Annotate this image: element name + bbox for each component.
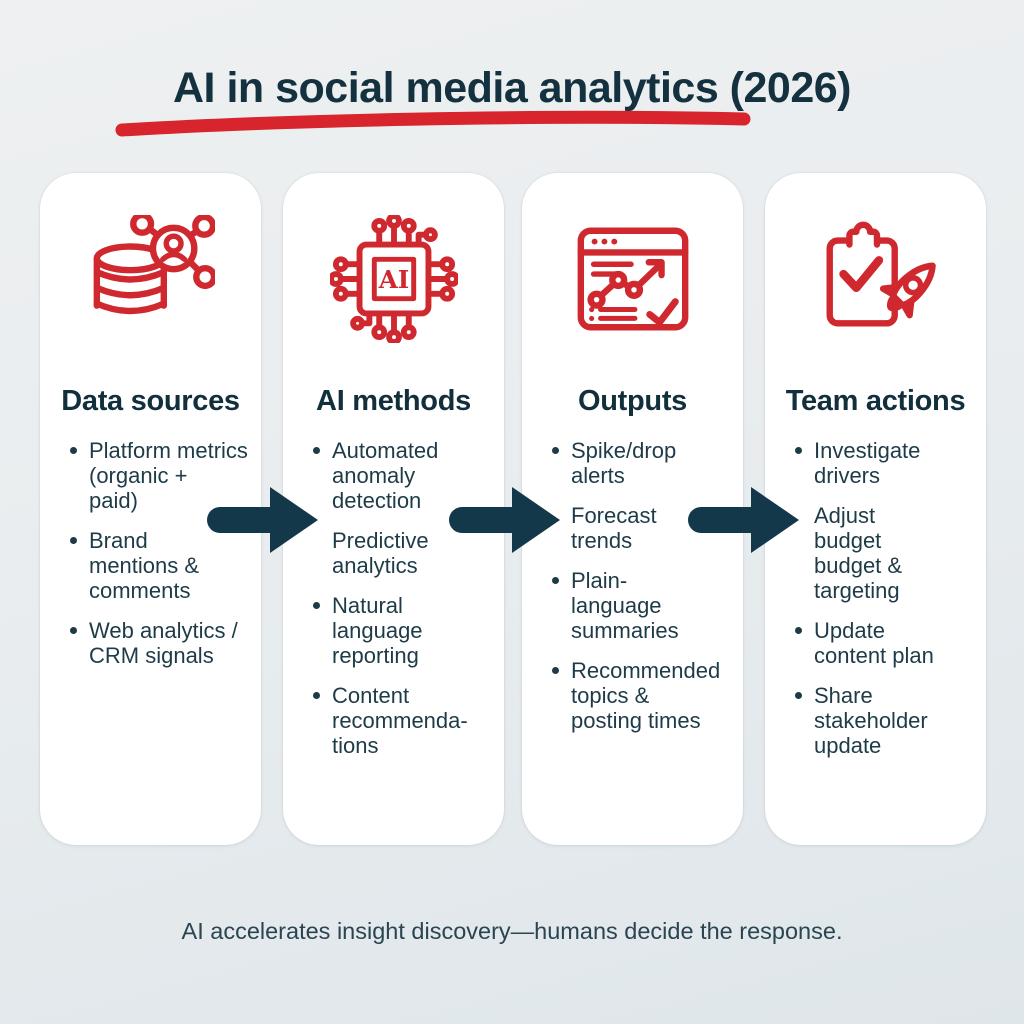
page-title: AI in social media analytics (2026) [173,64,851,112]
card-heading-data-sources: Data sources [61,385,240,417]
list-item: Platform metrics(organic +paid) [70,438,257,513]
bullet-dot [313,692,320,699]
footer-note: AI accelerates insight discovery—humans … [181,918,843,944]
flow-arrow-1 [206,481,322,559]
card-heading-outputs: Outputs [577,385,688,417]
bullet-dot [552,577,559,584]
flow-arrow-3 [687,481,803,559]
bullet-dot [795,447,802,454]
analytics-dashboard-icon [522,213,743,345]
flow-arrow-2 [448,481,564,559]
list-item: Web analytics /CRM signals [70,618,257,668]
ai-chip-icon: AI [283,213,504,345]
bullet-dot [313,447,320,454]
bullet-dot [70,627,77,634]
bullet-dot [552,447,559,454]
bullet-dot [70,447,77,454]
bullet-dot [795,692,802,699]
clipboard-rocket-icon [765,213,986,345]
bullet-dot [552,667,559,674]
list-item-text: Platform metrics(organic +paid) [89,438,248,513]
card-heading-ai-methods: AI methods [316,385,471,417]
database-network-icon [40,213,261,345]
bullet-dot [313,602,320,609]
title-underline-swoosh [115,110,751,137]
svg-text:AI: AI [377,265,409,294]
bullet-dot [795,627,802,634]
bullet-dot [70,537,77,544]
card-heading-team-actions: Team actions [785,385,966,417]
list-item-text: Web analytics /CRM signals [89,618,238,668]
